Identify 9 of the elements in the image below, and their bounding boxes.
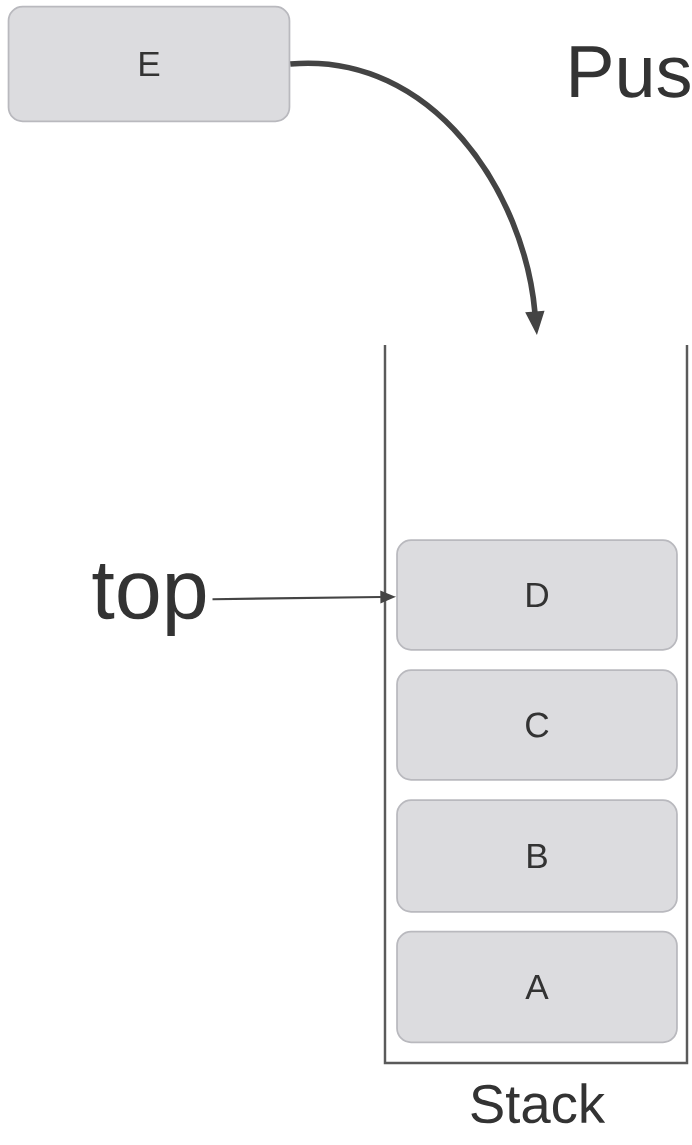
stack-item-box: D <box>396 539 678 651</box>
stack-item-box: C <box>396 669 678 781</box>
stack-label: Stack <box>471 1083 606 1124</box>
stack-item-box: E <box>7 5 291 123</box>
stack-container <box>383 345 689 1065</box>
stack-item-box: B <box>396 799 678 913</box>
stack-item-box: A <box>396 930 678 1044</box>
pointer-label: top <box>92 564 206 636</box>
heading: Pus <box>571 46 690 98</box>
